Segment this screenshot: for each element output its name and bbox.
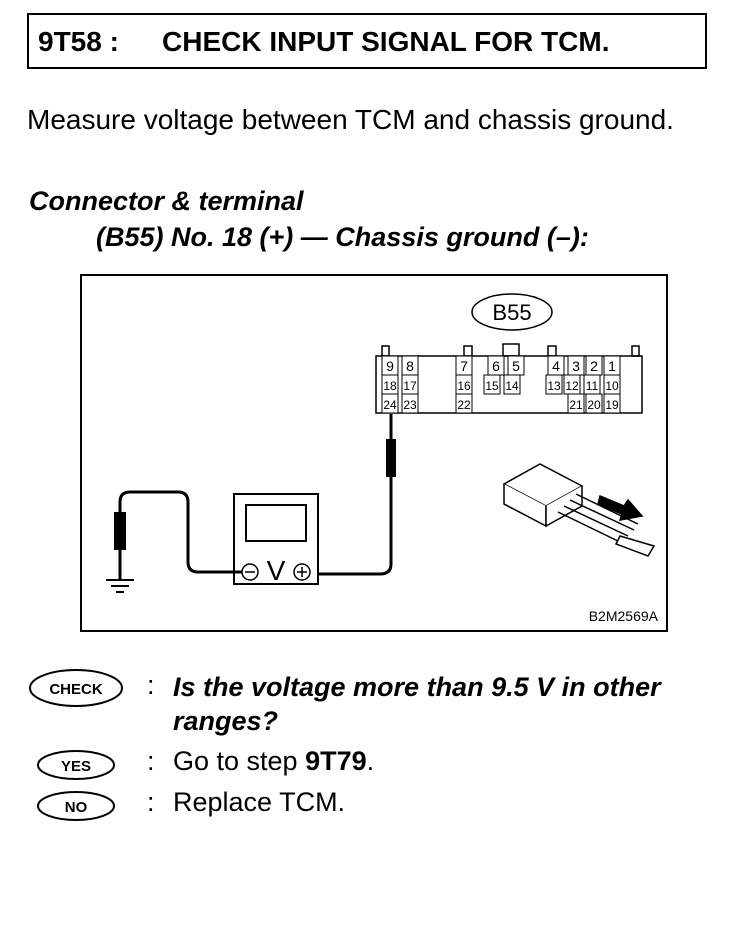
svg-text:CHECK: CHECK (49, 681, 103, 698)
terminal-number: 24 (383, 398, 397, 412)
terminal-number: 14 (505, 379, 519, 393)
terminal-cell (503, 374, 521, 395)
terminal-cell (603, 393, 621, 414)
terminal-cell (483, 374, 501, 395)
step-code: 9T58 : (38, 26, 119, 57)
svg-text:B55: B55 (492, 300, 531, 325)
check-question: Is the voltage more than 9.5 V in other … (173, 672, 661, 736)
terminal-number: 12 (565, 379, 579, 393)
no-badge: NO (37, 791, 115, 821)
connector-heading: Connector & terminal (29, 186, 304, 216)
positive-probe (310, 414, 396, 576)
step-title: CHECK INPUT SIGNAL FOR TCM. (162, 26, 610, 57)
terminal-number: 18 (383, 379, 397, 393)
terminal-number: 19 (605, 398, 619, 412)
svg-text:NO: NO (65, 799, 88, 816)
terminal-cell (455, 393, 473, 414)
connector-label: B55 (471, 293, 553, 331)
terminal-number: 21 (569, 398, 583, 412)
terminal-number: 10 (605, 379, 619, 393)
terminal-number: 8 (406, 358, 414, 374)
terminal-number: 23 (403, 398, 417, 412)
terminal-number: 17 (403, 379, 417, 393)
connector-rear-view-icon (502, 463, 656, 557)
voltmeter: V (233, 493, 319, 586)
check-separator: : (147, 670, 155, 700)
voltmeter-symbol: V (267, 555, 286, 586)
terminal-number: 1 (608, 358, 616, 374)
instruction-text: Measure voltage between TCM and chassis … (27, 104, 674, 135)
negative-probe (114, 490, 242, 580)
yes-suffix: . (366, 746, 375, 776)
terminal-number: 2 (590, 358, 598, 374)
yes-answer: Go to step 9T79. (173, 746, 374, 777)
connector-detail: (B55) No. 18 (+) — Chassis ground (–): (96, 222, 589, 252)
terminal-number: 22 (457, 398, 471, 412)
check-badge: CHECK (29, 669, 123, 707)
terminal-number: 4 (552, 358, 560, 374)
terminal-cell (401, 393, 419, 414)
step-title-box: 9T58 : CHECK INPUT SIGNAL FOR TCM. (27, 13, 707, 69)
yes-separator: : (147, 746, 155, 776)
terminal-number: 20 (587, 398, 601, 412)
ground-symbol (106, 579, 134, 593)
figure-frame (80, 274, 668, 632)
terminal-number: 16 (457, 379, 471, 393)
terminal-number: 13 (547, 379, 561, 393)
yes-prefix: Go to step (173, 746, 306, 776)
figure-ref-code: B2M2569A (589, 608, 659, 624)
terminal-cell (381, 393, 399, 414)
no-separator: : (147, 787, 155, 817)
no-answer: Replace TCM. (173, 787, 346, 817)
terminal-number: 3 (572, 358, 580, 374)
terminal-number: 6 (492, 358, 500, 374)
terminal-number: 11 (586, 379, 599, 393)
yes-step-ref: 9T79 (305, 746, 367, 776)
yes-badge: YES (37, 750, 115, 780)
svg-text:YES: YES (61, 758, 91, 775)
terminal-cell (545, 374, 563, 395)
terminal-cell (585, 393, 603, 414)
terminal-number: 7 (460, 358, 468, 374)
terminal-number: 9 (386, 358, 394, 374)
terminal-cell (567, 393, 585, 414)
terminal-number: 5 (512, 358, 520, 374)
terminal-number: 15 (485, 379, 499, 393)
